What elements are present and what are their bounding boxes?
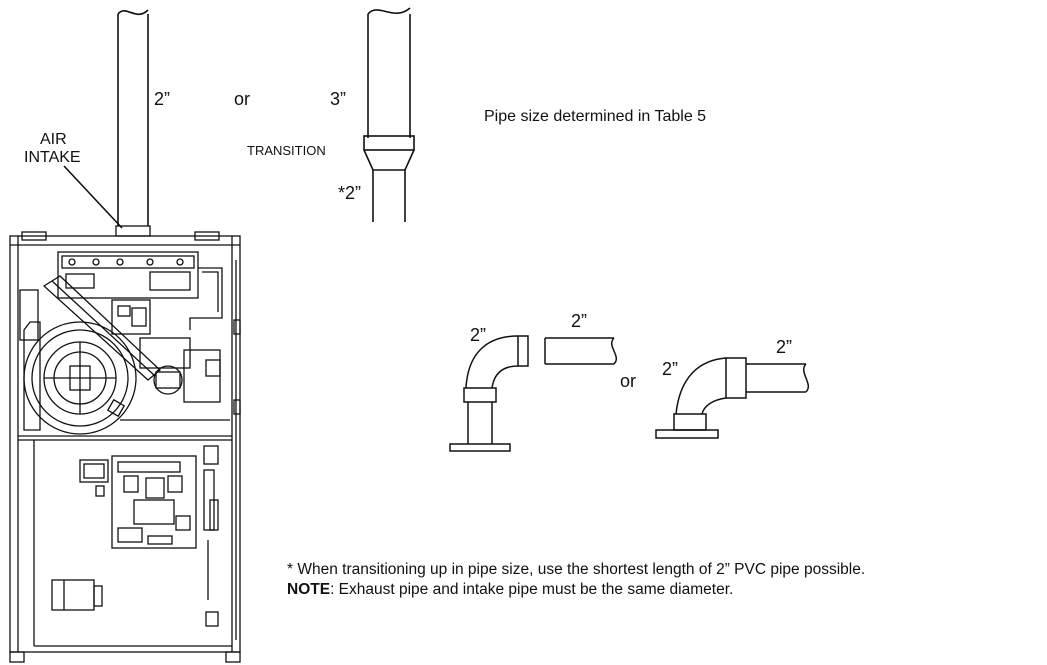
or-label-top: or [234, 89, 251, 109]
transition-pipe [363, 7, 415, 222]
air-intake-label-line2: INTAKE [24, 149, 81, 166]
elbow1-pipe-size-label: 2” [571, 311, 588, 331]
elbow-assembly-2 [655, 357, 809, 439]
elbow2-size-label: 2” [662, 359, 679, 379]
elbow-assembly-1 [449, 335, 617, 452]
right-pipe-size-label: 3” [330, 89, 347, 109]
left-intake-pipe [117, 9, 149, 226]
transition-footnote: * When transitioning up in pipe size, us… [287, 561, 866, 578]
elbow2-pipe-size-label: 2” [776, 337, 793, 357]
note-label: NOTE [287, 581, 331, 598]
furnace-unit [9, 225, 241, 663]
air-intake-leader [63, 165, 123, 229]
pipe-size-note: Pipe size determined in Table 5 [484, 108, 707, 125]
transition-label: TRANSITION [247, 143, 326, 158]
left-pipe-size-label: 2” [154, 89, 171, 109]
diameter-note: NOTE: Exhaust pipe and intake pipe must … [287, 581, 733, 599]
or-label-mid: or [620, 371, 637, 391]
note-text: : Exhaust pipe and intake pipe must be t… [330, 581, 734, 598]
elbow1-size-label: 2” [470, 325, 487, 345]
reduced-pipe-size-label: *2” [338, 183, 362, 203]
air-intake-label-line1: AIR [40, 131, 67, 148]
